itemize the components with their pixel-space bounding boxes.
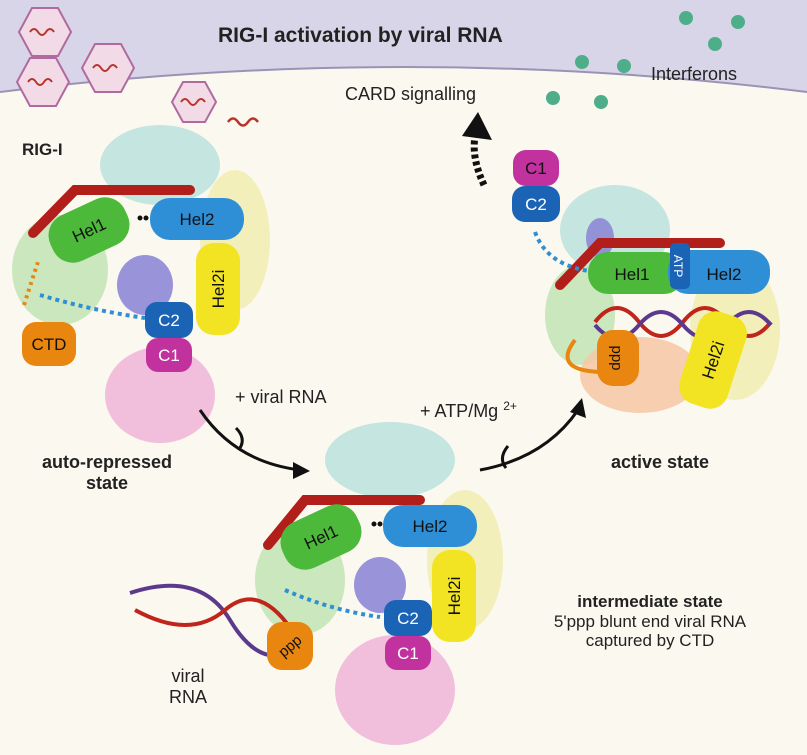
ppp-label: ppp bbox=[608, 345, 625, 370]
intermediate-desc-line1: 5'ppp blunt end viral RNA bbox=[553, 611, 747, 631]
viral-rna-line2: RNA bbox=[168, 686, 207, 707]
viral-rna-arrow bbox=[198, 409, 301, 472]
c2-label: C2 bbox=[525, 195, 547, 214]
ctd-label: CTD bbox=[32, 335, 67, 354]
c2-label: C2 bbox=[158, 311, 180, 330]
interferons-label: Interferons bbox=[651, 64, 738, 84]
auto-repressed-line1: auto-repressed bbox=[41, 452, 173, 472]
c1-label: C1 bbox=[525, 159, 547, 178]
intermediate-rig-i: Hel1 Hel2 Hel2i C2 C1 ppp bbox=[129, 422, 503, 745]
free-viral-rna bbox=[226, 117, 260, 127]
hel2-label: Hel2 bbox=[413, 517, 448, 536]
atp-label: ATP bbox=[671, 255, 685, 277]
plus-viral-rna-label: + viral RNA bbox=[235, 387, 327, 407]
card-signalling-arrowhead bbox=[462, 112, 492, 140]
hel2i-label: Hel2i bbox=[445, 577, 464, 616]
mg-charge-superscript: 2+ bbox=[503, 399, 517, 413]
hel2i-label: Hel2i bbox=[209, 270, 228, 309]
intermediate-state-label: intermediate state 5'ppp blunt end viral… bbox=[520, 592, 780, 651]
hel2-label: Hel2 bbox=[180, 210, 215, 229]
virus-icon bbox=[15, 57, 71, 107]
active-rig-i: C1 C2 Hel1 Hel2 ATP Hel2i ppp bbox=[512, 150, 780, 413]
virus-icon bbox=[80, 43, 136, 93]
c1-label: C1 bbox=[158, 346, 180, 365]
virus-icon bbox=[17, 7, 73, 57]
hel1-label: Hel1 bbox=[615, 265, 650, 284]
card-signalling-arrow bbox=[470, 131, 488, 187]
viral-rna-line1: viral bbox=[171, 666, 205, 686]
c1-label: C1 bbox=[397, 644, 419, 663]
active-state-label: active state bbox=[611, 452, 710, 472]
c2-label: C2 bbox=[397, 609, 419, 628]
viral-rna-label: viral RNA bbox=[158, 666, 218, 707]
plus-atp-mg-label: + ATP/Mg 2+ bbox=[420, 399, 517, 422]
card-signalling-label: CARD signalling bbox=[345, 84, 477, 104]
rig-i-label: RIG-I bbox=[22, 140, 63, 159]
hel2-label: Hel2 bbox=[707, 265, 742, 284]
cell-membrane bbox=[0, 0, 807, 92]
interferon-dots bbox=[546, 11, 745, 109]
auto-repressed-state-label: auto-repressed state bbox=[12, 452, 202, 493]
diagram-title: RIG-I activation by viral RNA bbox=[218, 24, 503, 47]
auto-repressed-rig-i: Hel1 Hel2 Hel2i C2 C1 CTD bbox=[12, 125, 270, 443]
auto-repressed-line2: state bbox=[85, 472, 129, 493]
intermediate-state-title: intermediate state bbox=[577, 592, 723, 611]
intermediate-desc-line2: captured by CTD bbox=[585, 631, 715, 651]
plus-atp-mg-text: + ATP/Mg bbox=[420, 401, 499, 421]
atp-arrow bbox=[479, 409, 580, 472]
virus-icon bbox=[170, 81, 218, 123]
